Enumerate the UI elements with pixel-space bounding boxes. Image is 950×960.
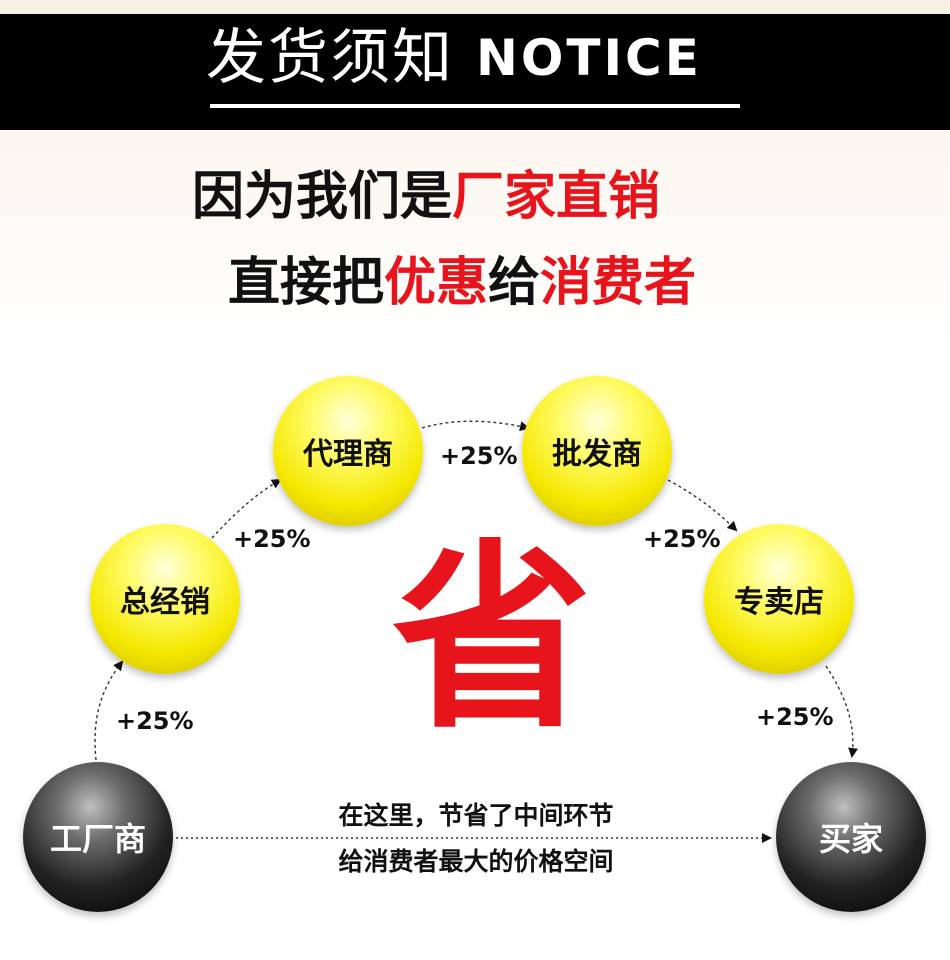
note-line-2: 给消费者最大的价格空间 bbox=[338, 847, 614, 876]
arrow-store-to-buyer bbox=[825, 665, 859, 758]
header-title: 发货须知 NOTICE bbox=[206, 22, 766, 94]
tagline-2-black-1: 直接把 bbox=[228, 253, 385, 313]
tagline-1-red: 厂家直销 bbox=[452, 167, 661, 227]
markup-label-3: +25% bbox=[440, 442, 518, 470]
tagline-2-black-2: 给 bbox=[488, 253, 541, 313]
tagline-2-red-2: 消费者 bbox=[540, 253, 697, 313]
header-title-cn: 发货须知 bbox=[206, 23, 454, 93]
node-store: 专卖店 bbox=[704, 524, 854, 674]
tagline-1-black: 因为我们是 bbox=[192, 167, 453, 227]
tagline-line-1: 因为我们是厂家直销 bbox=[192, 162, 660, 232]
node-factory: 工厂商 bbox=[23, 762, 173, 912]
node-buyer: 买家 bbox=[776, 762, 926, 912]
markup-label-4: +25% bbox=[643, 525, 721, 553]
node-wholesaler: 批发商 bbox=[522, 376, 672, 526]
arrow-factory-to-distributor bbox=[94, 660, 124, 761]
header-bar bbox=[0, 14, 950, 130]
header-underline bbox=[210, 104, 740, 108]
markup-label-2: +25% bbox=[233, 525, 311, 553]
node-distributor: 总经销 bbox=[90, 524, 240, 674]
tagline-2-red-1: 优惠 bbox=[384, 253, 489, 313]
node-agent: 代理商 bbox=[273, 376, 423, 526]
arrow-wholesaler-to-store bbox=[667, 479, 738, 532]
markup-label-1: +25% bbox=[116, 707, 194, 735]
arrow-agent-to-wholesaler bbox=[421, 420, 530, 432]
save-character: 省 bbox=[392, 523, 593, 756]
tagline-line-2: 直接把优惠给消费者 bbox=[228, 248, 696, 318]
header-title-en: NOTICE bbox=[476, 29, 702, 87]
markup-label-5: +25% bbox=[756, 703, 834, 731]
note-line-1: 在这里，节省了中间环节 bbox=[338, 801, 614, 830]
